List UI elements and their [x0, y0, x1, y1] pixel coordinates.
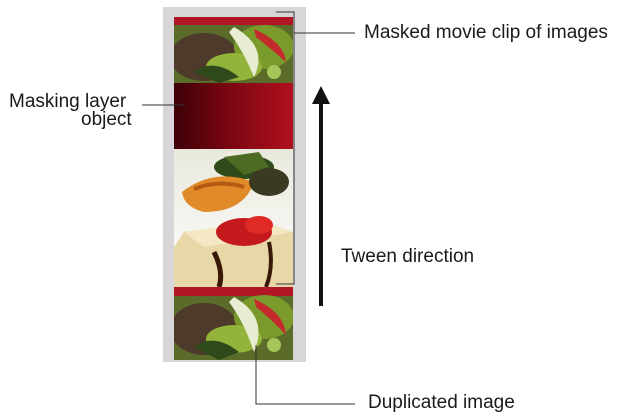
masking-layer-label-line1: Masking layer — [9, 91, 127, 112]
masking-layer-label-line2: object — [81, 109, 132, 130]
tween-direction-label: Tween direction — [341, 246, 475, 267]
salad-image-top — [174, 17, 293, 83]
duplicated-image-leader — [255, 345, 355, 405]
image-strip — [174, 17, 293, 360]
salad-image-duplicate — [174, 287, 293, 360]
tween-arrow-head — [312, 86, 330, 104]
image-strip-graphic — [174, 17, 293, 360]
masking-layer-object — [174, 83, 293, 149]
duplicated-image-label: Duplicated image — [368, 392, 515, 413]
food-plate-image — [174, 149, 293, 288]
masked-clip-label: Masked movie clip of images — [364, 22, 608, 43]
masked-clip-bracket — [276, 11, 295, 285]
